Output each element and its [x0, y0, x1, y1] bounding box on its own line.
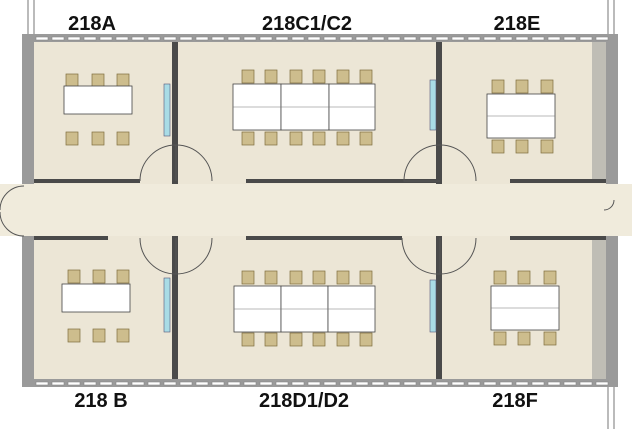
furniture-218e	[486, 79, 556, 154]
chair-icon	[312, 131, 326, 146]
furniture-218d	[233, 270, 376, 347]
chair-icon	[312, 332, 326, 347]
room-label-218a: 218A	[68, 13, 116, 35]
window-strip	[35, 36, 609, 386]
chair-icon	[359, 69, 373, 84]
chair-icon	[116, 328, 130, 343]
door-swings	[0, 144, 615, 275]
chair-icon	[91, 73, 105, 88]
furniture-218b	[61, 269, 131, 343]
chair-icon	[359, 332, 373, 347]
chair-icon	[517, 270, 531, 285]
chair-icon	[116, 131, 130, 146]
chair-icon	[67, 269, 81, 284]
chair-icon	[65, 73, 79, 88]
chair-icon	[289, 131, 303, 146]
chair-icon	[241, 332, 255, 347]
chair-icon	[336, 131, 350, 146]
chair-icon	[312, 270, 326, 285]
chair-icon	[289, 270, 303, 285]
chair-icon	[336, 270, 350, 285]
chair-icon	[289, 69, 303, 84]
chair-icon	[359, 131, 373, 146]
chair-icon	[517, 331, 531, 346]
chair-icon	[359, 270, 373, 285]
furniture-218a	[63, 73, 133, 146]
chair-icon	[264, 69, 278, 84]
chair-icon	[91, 131, 105, 146]
chair-icon	[515, 79, 529, 94]
partition-walls	[172, 42, 606, 379]
table	[61, 283, 131, 313]
chair-icon	[264, 270, 278, 285]
chair-icon	[116, 73, 130, 88]
room-label-218e: 218E	[494, 13, 541, 35]
room-label-218f: 218F	[492, 390, 538, 412]
chair-icon	[543, 331, 557, 346]
chair-icon	[491, 79, 505, 94]
chair-icon	[241, 69, 255, 84]
furniture-218c	[232, 69, 376, 146]
room-label-218c: 218C1/C2	[262, 13, 352, 35]
chair-icon	[540, 139, 554, 154]
chair-icon	[92, 328, 106, 343]
chair-icon	[336, 332, 350, 347]
chair-icon	[65, 131, 79, 146]
chair-icon	[312, 69, 326, 84]
table	[63, 85, 133, 115]
chair-icon	[241, 131, 255, 146]
chair-icon	[543, 270, 557, 285]
chair-icon	[92, 269, 106, 284]
chair-icon	[540, 79, 554, 94]
chair-icon	[336, 69, 350, 84]
chair-icon	[515, 139, 529, 154]
chair-icon	[264, 131, 278, 146]
whiteboards	[163, 79, 437, 333]
chair-icon	[491, 139, 505, 154]
chair-icon	[67, 328, 81, 343]
room-label-218b: 218 B	[74, 390, 127, 412]
corridor-walls	[34, 179, 606, 240]
chair-icon	[264, 332, 278, 347]
furniture	[61, 69, 560, 347]
chair-icon	[289, 332, 303, 347]
furniture-218f	[490, 270, 560, 346]
room-label-218d: 218D1/D2	[259, 390, 349, 412]
chair-icon	[116, 269, 130, 284]
chair-icon	[493, 270, 507, 285]
chair-icon	[493, 331, 507, 346]
chair-icon	[241, 270, 255, 285]
